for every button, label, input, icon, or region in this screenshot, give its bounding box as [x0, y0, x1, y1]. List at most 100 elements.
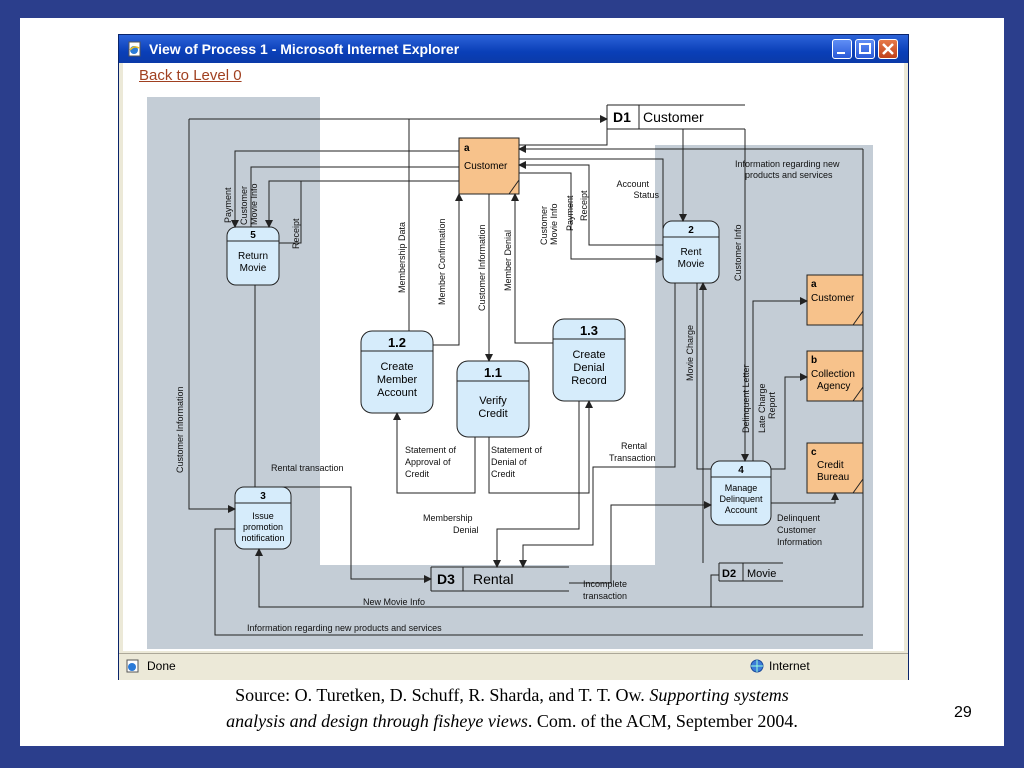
label-receipt: Receipt — [291, 218, 301, 249]
process-3: 3 Issue promotion notification — [234, 486, 292, 550]
entity-credit-bureau: c Credit Bureau — [806, 442, 864, 494]
process-5-label-2: Movie — [240, 263, 267, 274]
label-customer-information: Customer Information — [477, 224, 487, 311]
label-info-new-products-b: products and services — [745, 170, 833, 180]
label-info-new-products-a: Information regarding new — [735, 159, 840, 169]
process-3-label-2: promotion — [243, 522, 283, 532]
label-statement-approval-b: Approval of — [405, 457, 451, 467]
label-membership-denial-b: Denial — [453, 525, 479, 535]
internet-zone-icon — [750, 659, 764, 673]
label-delinquent-letter: Delinquent Letter — [741, 364, 751, 433]
process-1-1-id: 1.1 — [484, 365, 502, 380]
label-customer-movie-info-b: Movie Info — [249, 183, 259, 225]
label-statement-denial-b: Denial of — [491, 457, 527, 467]
label-rental-transaction-a: Rental — [621, 441, 647, 451]
caption-part2: Supporting systems — [649, 685, 789, 705]
process-4: 4 Manage Delinquent Account — [710, 460, 772, 526]
d1-name: Customer — [643, 109, 704, 125]
process-1-3-label-2: Denial — [573, 362, 604, 374]
process-2-id: 2 — [688, 225, 694, 236]
label-customer-info: Customer Info — [733, 224, 743, 281]
label-rental-transaction-left: Rental transaction — [271, 463, 344, 473]
title-bar: View of Process 1 - Microsoft Internet E… — [119, 35, 908, 63]
source-caption: Source: O. Turetken, D. Schuff, R. Shard… — [0, 682, 1024, 734]
maximize-button[interactable] — [855, 39, 875, 59]
process-4-id: 4 — [738, 465, 744, 476]
process-1-1: 1.1 Verify Credit — [456, 360, 530, 438]
label-info-new-products-bottom: Information regarding new products and s… — [247, 623, 442, 633]
entity-credit-name-2: Bureau — [817, 472, 849, 483]
label-account-status-a: Account — [616, 179, 649, 189]
label-incomplete-b: transaction — [583, 591, 627, 601]
process-1-1-label-2: Credit — [478, 408, 507, 420]
browser-window: View of Process 1 - Microsoft Internet E… — [118, 34, 909, 680]
process-3-label-1: Issue — [252, 511, 274, 521]
label-customer-movie-info-2b: Movie Info — [549, 203, 559, 245]
data-store-d1: D1 Customer — [606, 104, 745, 130]
label-delinquent-info-a: Delinquent — [777, 513, 821, 523]
maximize-icon — [859, 43, 871, 54]
minimize-icon — [837, 52, 845, 54]
process-5: 5 Return Movie — [226, 226, 280, 286]
label-statement-approval-c: Credit — [405, 469, 430, 479]
d3-id: D3 — [437, 571, 455, 587]
label-member-denial: Member Denial — [503, 230, 513, 291]
label-customer-movie-info-a: Customer — [239, 186, 249, 225]
label-statement-denial-c: Credit — [491, 469, 516, 479]
entity-customer-letter: a — [464, 143, 470, 154]
status-done: Done — [147, 659, 176, 673]
data-store-d2: D2 Movie — [718, 562, 783, 582]
entity-customer-right-name: Customer — [811, 293, 855, 304]
process-4-label-3: Account — [725, 505, 758, 515]
data-store-d3: D3 Rental — [430, 566, 569, 592]
close-button[interactable] — [878, 39, 898, 59]
status-bar: Done Internet — [119, 653, 908, 680]
process-4-label-2: Delinquent — [719, 494, 763, 504]
data-flow-diagram: D1 Customer a Customer 5 Return Movie — [147, 97, 873, 649]
minimize-button[interactable] — [832, 39, 852, 59]
entity-customer-right-letter: a — [811, 279, 817, 290]
ie-page-icon — [128, 41, 141, 57]
process-1-2-id: 1.2 — [388, 335, 406, 350]
left-panel — [147, 97, 320, 649]
label-movie-charge: Movie Charge — [685, 325, 695, 381]
process-1-2-label-2: Member — [377, 374, 418, 386]
process-3-label-3: notification — [241, 533, 284, 543]
label-membership-denial-a: Membership — [423, 513, 473, 523]
label-customer-information-side: Customer Information — [175, 386, 185, 473]
caption-part1: Source: O. Turetken, D. Schuff, R. Shard… — [235, 685, 650, 705]
process-1-2-label-3: Account — [377, 387, 417, 399]
label-late-charge-b: Report — [767, 391, 777, 419]
page-done-icon — [126, 659, 139, 673]
entity-collection-name-2: Agency — [817, 381, 850, 392]
process-2-label-2: Movie — [678, 259, 705, 270]
label-account-status-b: Status — [633, 190, 659, 200]
d2-name: Movie — [747, 568, 776, 580]
process-1-3: 1.3 Create Denial Record — [552, 318, 626, 402]
label-delinquent-info-c: Information — [777, 537, 822, 547]
process-2-label-1: Rent — [680, 247, 701, 258]
label-rental-transaction-b: Transaction — [609, 453, 656, 463]
window-title: View of Process 1 - Microsoft Internet E… — [149, 41, 460, 57]
process-2: 2 Rent Movie — [662, 220, 720, 284]
caption-part3: analysis and design through fisheye view… — [226, 711, 528, 731]
caption-part4: . Com. of the ACM, September 2004. — [527, 711, 798, 731]
label-statement-approval-a: Statement of — [405, 445, 457, 455]
process-5-id: 5 — [250, 230, 256, 241]
d1-id: D1 — [613, 109, 631, 125]
entity-customer-name: Customer — [464, 161, 508, 172]
process-1-1-label-1: Verify — [479, 395, 507, 407]
label-membership-data: Membership Data — [397, 222, 407, 293]
process-1-3-label-1: Create — [572, 349, 605, 361]
back-to-level-0-link[interactable]: Back to Level 0 — [139, 67, 242, 84]
close-icon — [882, 43, 894, 55]
entity-collection-name-1: Collection — [811, 369, 855, 380]
process-1-2-label-1: Create — [380, 361, 413, 373]
entity-collection-agency: b Collection Agency — [806, 350, 864, 402]
d3-name: Rental — [473, 571, 513, 587]
label-member-confirmation: Member Confirmation — [437, 218, 447, 305]
label-late-charge-a: Late Charge — [757, 383, 767, 433]
label-customer-movie-info-2a: Customer — [539, 206, 549, 245]
process-5-label-1: Return — [238, 251, 268, 262]
label-payment: Payment — [223, 187, 233, 223]
